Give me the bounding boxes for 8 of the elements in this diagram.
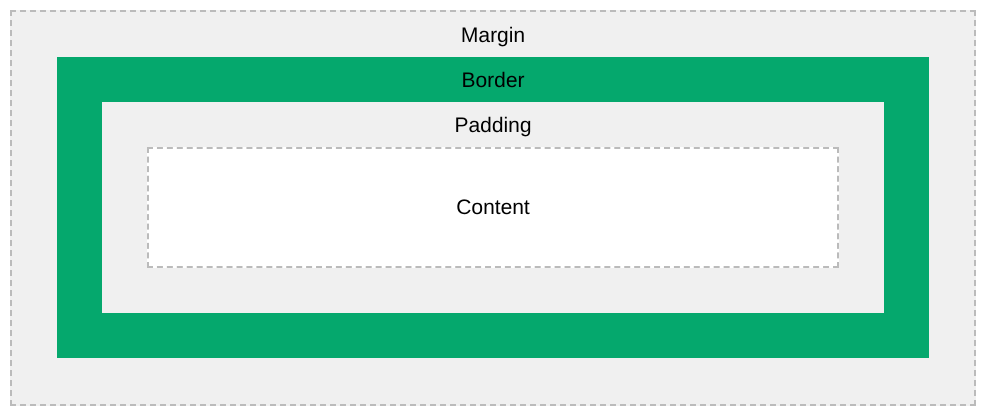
area-label: Padding (454, 114, 532, 138)
border-area (57, 57, 929, 358)
content-area (147, 147, 839, 268)
area-label: Margin (460, 24, 526, 48)
area-label: Content (456, 196, 530, 220)
area-label: Border (461, 68, 525, 92)
padding-area (102, 102, 884, 313)
margin-area (10, 10, 976, 406)
